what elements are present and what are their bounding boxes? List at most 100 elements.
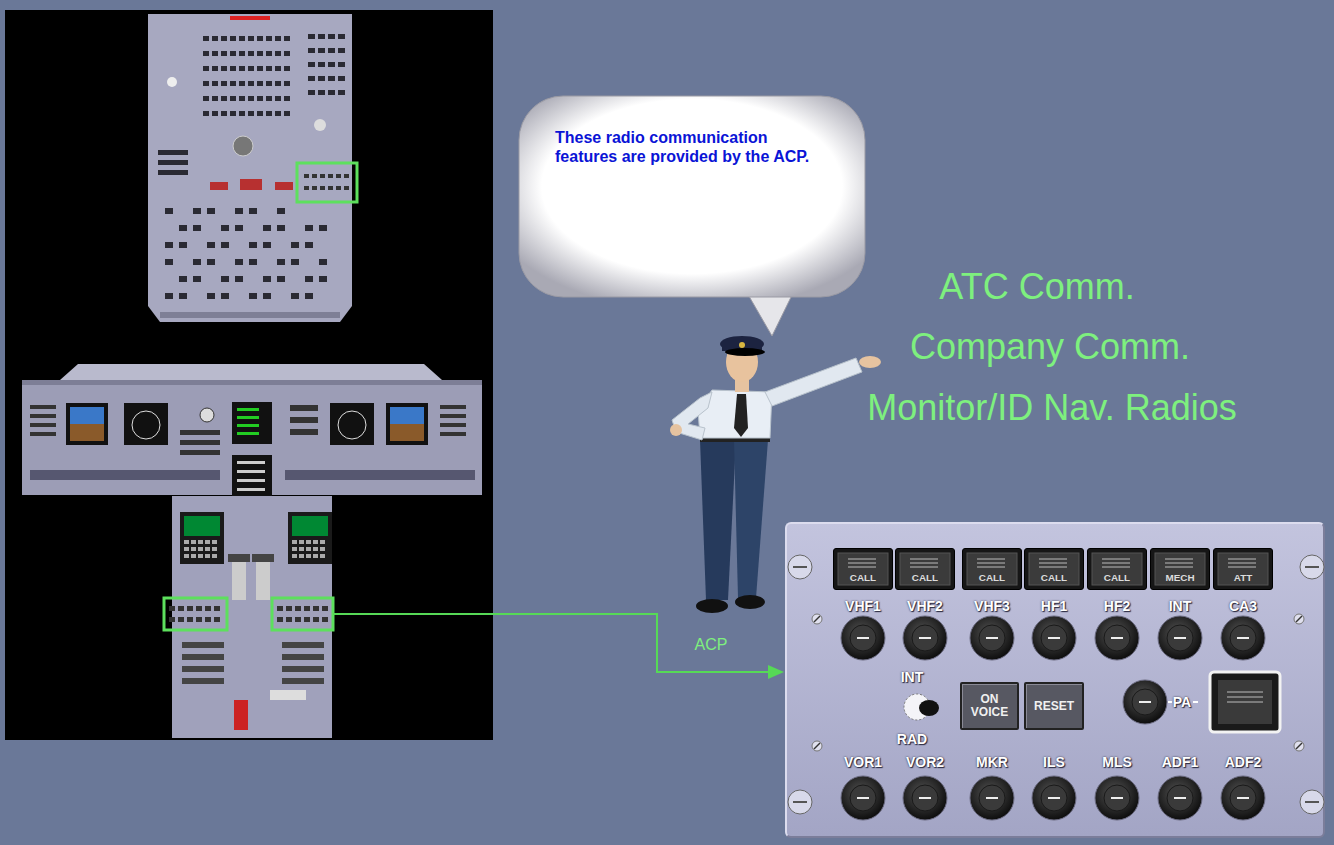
switch xyxy=(295,606,301,611)
knob-label: INT xyxy=(1169,598,1192,614)
switch xyxy=(328,76,335,81)
button-face xyxy=(1214,549,1274,591)
lever-handle xyxy=(252,554,274,562)
switch xyxy=(158,160,188,165)
screw xyxy=(1294,741,1304,751)
knob-mark xyxy=(1048,637,1060,639)
display-line xyxy=(237,479,265,482)
switch xyxy=(291,293,299,299)
switch xyxy=(266,111,272,116)
switch xyxy=(221,225,229,231)
switch xyxy=(336,186,341,190)
switch xyxy=(318,90,325,95)
screw xyxy=(812,741,822,751)
button-line xyxy=(1039,559,1067,560)
switch xyxy=(207,242,215,248)
display-sky xyxy=(390,407,424,424)
switch xyxy=(203,111,209,116)
key xyxy=(205,547,210,551)
switch xyxy=(179,242,187,248)
overhead-panel xyxy=(148,14,352,322)
switch xyxy=(182,678,224,684)
glareshield xyxy=(60,364,442,380)
switch xyxy=(277,606,283,611)
switch xyxy=(239,96,245,101)
key xyxy=(198,540,203,544)
knob xyxy=(970,776,1014,820)
knob-mark xyxy=(1237,637,1249,639)
arrowhead xyxy=(768,665,784,679)
knob-label: ADF2 xyxy=(1225,754,1262,770)
switch xyxy=(282,642,324,648)
switch xyxy=(221,96,227,101)
mcdu-screen xyxy=(184,516,220,536)
switch xyxy=(249,208,257,214)
switch xyxy=(239,81,245,86)
switch xyxy=(196,617,202,622)
knob-cap xyxy=(1132,689,1158,715)
cap-badge xyxy=(739,342,745,348)
switch xyxy=(277,225,285,231)
display xyxy=(330,403,374,445)
switch xyxy=(214,606,220,611)
button-line xyxy=(1228,563,1256,564)
key xyxy=(306,540,311,544)
switch xyxy=(291,242,299,248)
switch xyxy=(275,81,281,86)
switch xyxy=(304,617,310,622)
switch xyxy=(221,36,227,41)
knob-mark xyxy=(1111,797,1123,799)
knob-label: MKR xyxy=(976,754,1008,770)
key xyxy=(191,540,196,544)
switch xyxy=(440,414,466,418)
screw-slot xyxy=(793,801,807,803)
thrust-lever xyxy=(256,560,270,600)
audio-control-panel: VHF1VHF2VHF3HF1HF2INTCA3INTRADPAVOR1VOR2… xyxy=(785,522,1325,838)
button-line xyxy=(1165,567,1193,568)
pedestal xyxy=(172,496,332,738)
switch xyxy=(266,96,272,101)
knob-mark xyxy=(986,797,998,799)
switch xyxy=(212,81,218,86)
bubble-body xyxy=(519,96,865,297)
switch xyxy=(212,51,218,56)
switch xyxy=(196,606,202,611)
display-line xyxy=(237,461,265,464)
display-compass xyxy=(132,411,160,439)
switch xyxy=(328,48,335,53)
button-face xyxy=(1151,549,1211,591)
key xyxy=(212,540,217,544)
knob-label: ADF1 xyxy=(1162,754,1199,770)
switch xyxy=(230,81,236,86)
call-button: CALL xyxy=(895,548,955,590)
switch xyxy=(158,170,188,175)
button-line xyxy=(977,563,1005,564)
switch xyxy=(221,242,229,248)
feature-label: Monitor/ID Nav. Radios xyxy=(867,387,1236,428)
shoe xyxy=(735,595,765,609)
switch xyxy=(275,111,281,116)
switch xyxy=(257,81,263,86)
knob-cap xyxy=(979,785,1005,811)
key xyxy=(306,547,311,551)
switch xyxy=(312,186,317,190)
tie xyxy=(734,394,748,437)
bubble-shape xyxy=(518,95,866,300)
screw xyxy=(788,555,812,579)
button-label: MECH xyxy=(1151,571,1209,584)
knob xyxy=(167,77,177,87)
button-line xyxy=(848,567,876,568)
knob-mark xyxy=(1174,637,1186,639)
key xyxy=(292,540,297,544)
knob-cap xyxy=(1167,785,1193,811)
switch xyxy=(284,51,290,56)
knob-label: HF1 xyxy=(1041,598,1067,614)
switch xyxy=(248,51,254,56)
knob-label: VHF1 xyxy=(845,598,881,614)
screw xyxy=(1300,790,1324,814)
knob-cap xyxy=(1230,785,1256,811)
call-button: CALL xyxy=(962,548,1022,590)
switch xyxy=(266,36,272,41)
switch xyxy=(286,617,292,622)
switch xyxy=(284,81,290,86)
